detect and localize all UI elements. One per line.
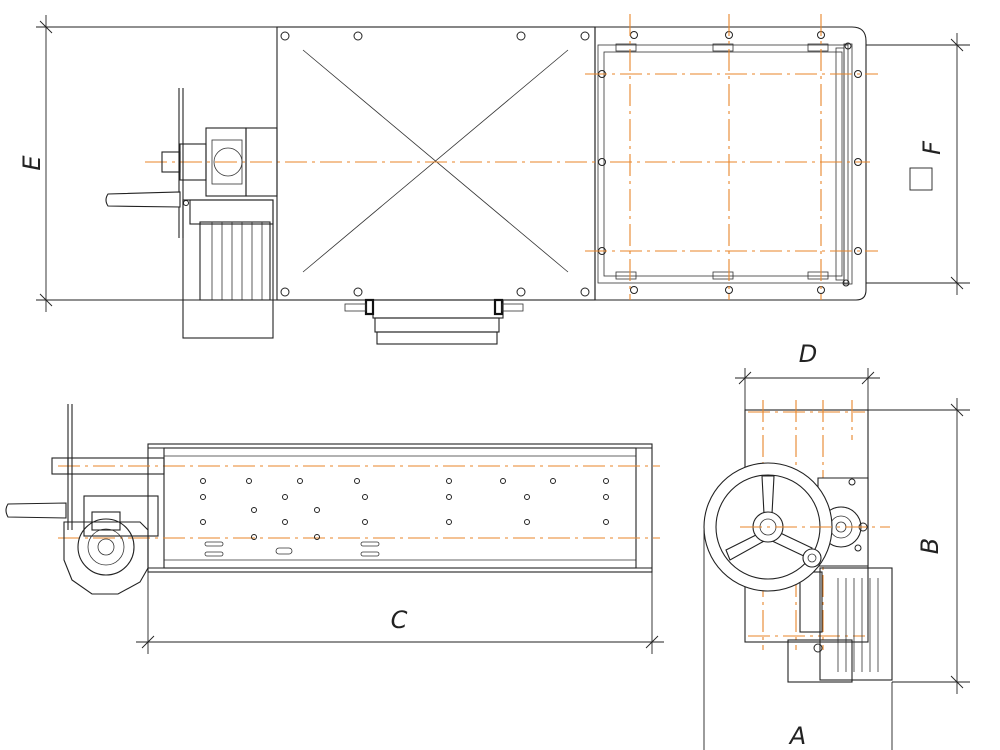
label-B: B <box>916 538 944 554</box>
top-view: E F <box>18 14 970 345</box>
label-D: D <box>799 340 817 368</box>
outlet-frame <box>594 26 867 301</box>
side-view: C <box>5 404 664 654</box>
label-A: A <box>788 722 806 750</box>
dimension-F: F <box>866 33 970 295</box>
dimension-E: E <box>18 15 277 312</box>
side-gearbox <box>63 521 149 595</box>
dimension-B: B <box>868 398 970 694</box>
end-handwheel <box>703 462 833 592</box>
housing-bolts <box>280 31 590 297</box>
dimension-A: A <box>703 530 893 750</box>
label-C: C <box>391 606 408 634</box>
label-E: E <box>18 155 46 171</box>
end-motor <box>819 567 893 681</box>
top-motor <box>182 199 274 339</box>
end-view: D B A <box>703 340 970 750</box>
dimension-C: C <box>136 572 664 654</box>
side-view-body <box>147 443 653 573</box>
label-F: F <box>918 140 946 155</box>
side-holes <box>200 478 609 557</box>
side-handle <box>5 502 67 519</box>
top-handle <box>105 191 181 208</box>
dimension-D: D <box>735 340 880 410</box>
